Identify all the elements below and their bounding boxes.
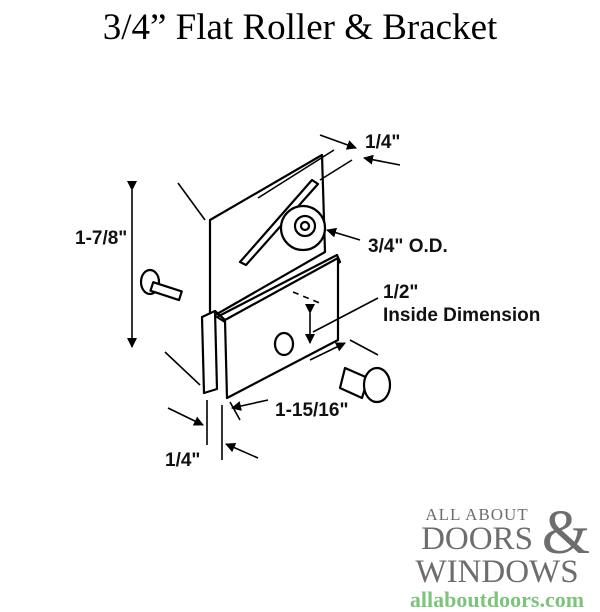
brand-logo: ALL ABOUT DOORS & WINDOWS allaboutdoors.… bbox=[402, 502, 592, 612]
page-title: 3/4” Flat Roller & Bracket bbox=[102, 7, 498, 48]
hidden-edge-line bbox=[292, 291, 323, 305]
channel-top bbox=[215, 253, 342, 324]
logo-line-doors: DOORS bbox=[421, 521, 533, 557]
channel-lip bbox=[200, 309, 219, 395]
height-label: 1-7/8" bbox=[75, 228, 127, 249]
logo-ampersand: & bbox=[541, 499, 590, 567]
channel-front bbox=[223, 256, 340, 400]
roller-axle bbox=[299, 220, 311, 232]
slot-width-arrow bbox=[319, 134, 357, 150]
slot-width-label: 1/4" bbox=[365, 132, 400, 153]
roller-od-arrow bbox=[326, 227, 361, 241]
roller-od-label: 3/4" O.D. bbox=[368, 236, 448, 257]
lip-label: 1/4" bbox=[165, 450, 200, 471]
height-extension-line bbox=[177, 182, 206, 221]
slot bbox=[238, 178, 320, 267]
inside-dimension-leader bbox=[312, 297, 379, 333]
width-arrow bbox=[231, 399, 269, 411]
width-extension-line bbox=[349, 339, 379, 356]
channel-edge bbox=[214, 310, 226, 321]
inside-dimension-value: 1/2" bbox=[383, 282, 418, 303]
lip-arrow bbox=[167, 407, 204, 426]
logo-line-windows: WINDOWS bbox=[415, 554, 579, 590]
inside-dimension-label: Inside Dimension bbox=[383, 305, 540, 326]
website-url: allaboutdoors.com bbox=[409, 587, 585, 612]
width-extension-line bbox=[229, 401, 241, 421]
width-label: 1-15/16" bbox=[275, 400, 348, 421]
screw-thread bbox=[149, 281, 183, 302]
pin-head bbox=[362, 366, 392, 404]
pin bbox=[338, 366, 370, 400]
lip-arrow bbox=[225, 443, 259, 459]
logo-line-all-about: ALL ABOUT bbox=[425, 505, 529, 524]
slot-extension-line bbox=[319, 159, 353, 181]
height-extension-line bbox=[164, 351, 201, 386]
dimension-lines bbox=[127, 134, 401, 460]
width-arrow bbox=[309, 342, 346, 361]
hole bbox=[273, 331, 295, 357]
slot-width-arrow bbox=[363, 154, 401, 166]
slot-extension-line bbox=[257, 149, 335, 199]
